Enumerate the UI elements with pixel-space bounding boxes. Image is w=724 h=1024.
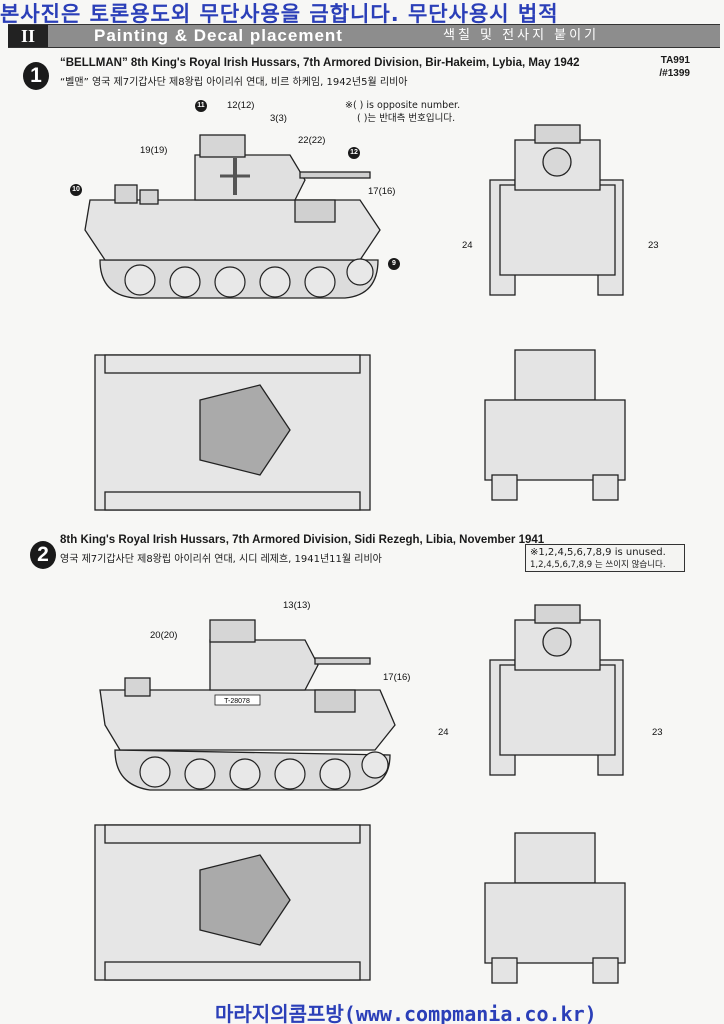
scheme-2-title: 8th King's Royal Irish Hussars, 7th Armo… <box>60 534 545 546</box>
label-12-12: 12(12) <box>227 100 255 111</box>
label-24-b: 24 <box>438 727 449 738</box>
top-watermark: 본사진은 토론용도외 무단사용을 금합니다. 무단사용시 법적 <box>0 2 559 24</box>
label-20-20: 20(20) <box>150 630 178 641</box>
scheme-1-top-view <box>94 354 371 511</box>
marker-12: 12 <box>348 147 360 159</box>
scheme-2-front-view <box>489 604 624 776</box>
scheme-1-front-view <box>489 124 624 296</box>
scheme-2-side-view: T-28078 <box>99 619 396 791</box>
scheme-2-hull-number: T-28078 <box>224 698 250 705</box>
scheme-1-side-view <box>84 134 381 299</box>
scheme-1-title-kr: “벨맨” 영국 제7기갑사단 제8왕립 아이리쉬 연대, 비르 하케임, 194… <box>60 77 408 88</box>
ref-code: /#1399 <box>659 68 690 79</box>
section-banner: II Painting & Decal placement 색칠 및 전사지 붙… <box>8 24 720 48</box>
label-3-3: 3(3) <box>270 113 287 124</box>
section-subtitle-kr: 색칠 및 전사지 붙이기 <box>443 28 600 43</box>
kit-code: TA991 <box>660 55 690 66</box>
label-19-19: 19(19) <box>140 145 168 156</box>
scheme-2-number: 2 <box>30 541 56 569</box>
section-number: II <box>8 25 48 47</box>
label-22-22: 22(22) <box>298 135 326 146</box>
opposite-note-kr: ( )는 반대측 번호입니다. <box>357 113 456 124</box>
unused-note-kr: 1,2,4,5,6,7,8,9 는 쓰이지 않습니다. <box>530 560 666 570</box>
marker-10: 10 <box>70 184 82 196</box>
label-13-13: 13(13) <box>283 600 311 611</box>
label-24: 24 <box>462 240 473 251</box>
scheme-1-number: 1 <box>23 62 49 90</box>
unused-note-en: ※1,2,4,5,6,7,8,9 is unused. <box>530 547 666 558</box>
scheme-2-title-kr: 영국 제7기갑사단 제8왕립 아이리쉬 연대, 시디 레제흐, 1941년11월… <box>60 554 382 565</box>
scheme-1-rear-view <box>484 349 626 501</box>
scheme-2-top-view <box>94 824 371 981</box>
label-23-b: 23 <box>652 727 663 738</box>
unused-decals-note: ※1,2,4,5,6,7,8,9 is unused. 1,2,4,5,6,7,… <box>525 544 685 572</box>
marker-11: 11 <box>195 100 207 112</box>
section-title: Painting & Decal placement <box>94 26 343 45</box>
marker-9: 9 <box>388 258 400 270</box>
label-17-16-b: 17(16) <box>383 672 411 683</box>
label-23: 23 <box>648 240 659 251</box>
opposite-note: ※( ) is opposite number. <box>345 100 461 111</box>
scheme-2-rear-view <box>484 832 626 984</box>
label-17-16: 17(16) <box>368 186 396 197</box>
scheme-1-title: “BELLMAN” 8th King's Royal Irish Hussars… <box>60 57 580 69</box>
bottom-watermark: 마라지의콤프방(www.compmania.co.kr) <box>215 1002 597 1024</box>
